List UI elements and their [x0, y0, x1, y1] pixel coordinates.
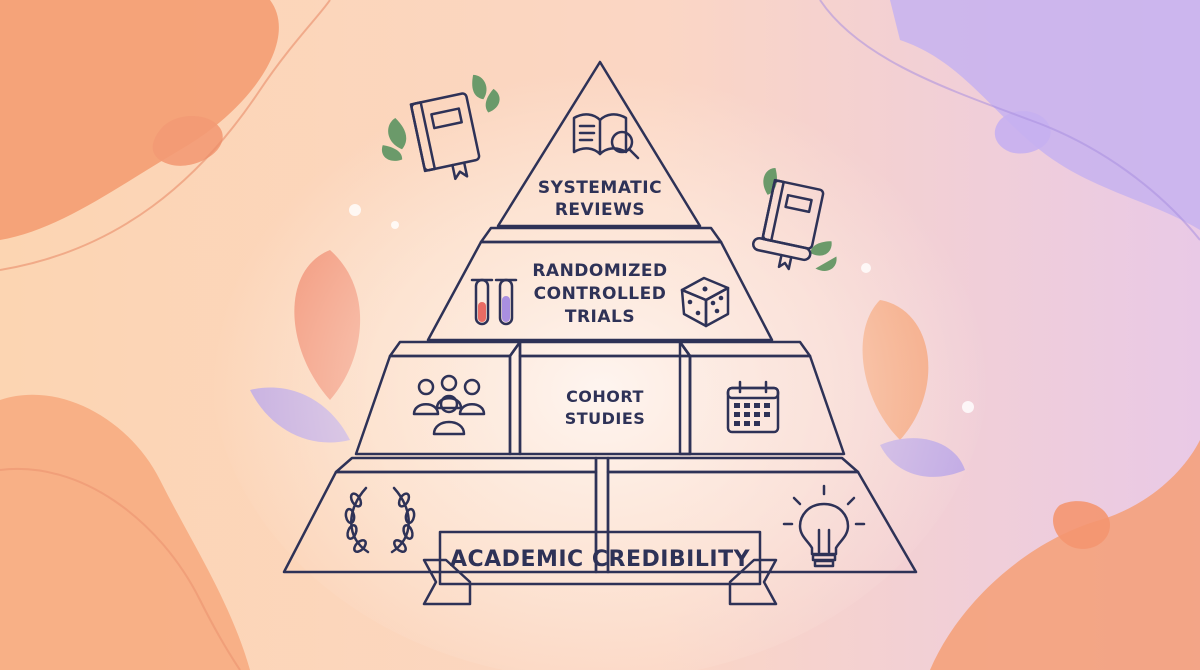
academic-credibility-banner: ACADEMIC CREDIBILITY	[422, 530, 778, 606]
banner-label: ACADEMIC CREDIBILITY	[450, 547, 751, 572]
tier-top-label-line1: SYSTEMATIC	[538, 178, 662, 198]
blob-top-left	[0, 0, 279, 240]
tier-third-label-line1: COHORT	[566, 387, 644, 406]
tier-second-label-line3: TRIALS	[565, 307, 635, 327]
blob-top-right	[890, 0, 1200, 230]
sparkle-dot	[391, 221, 399, 229]
wave-line-right	[819, 0, 1200, 241]
lightbulb-icon	[782, 484, 866, 568]
rct-block	[426, 240, 774, 342]
book-leaves-icon	[381, 74, 500, 181]
tier-cohort	[354, 340, 846, 456]
dice-icon	[680, 276, 730, 328]
banner-tail-left	[422, 558, 472, 606]
open-book-magnifier-icon	[572, 113, 640, 160]
tier-second-label-line2: CONTROLLED	[534, 284, 667, 304]
group-people-icon	[412, 374, 486, 436]
blob-small-left	[152, 115, 223, 166]
cohort-center-block	[518, 354, 692, 456]
tier-base	[282, 456, 918, 574]
blob-dot-right	[1053, 501, 1110, 549]
banner-ribbon	[438, 530, 762, 586]
laurel-wreath-icon	[344, 486, 416, 554]
sparkle-dot	[861, 263, 871, 273]
wave-line-bottom	[0, 467, 241, 670]
base-divider	[594, 456, 610, 574]
calendar-icon	[726, 380, 780, 434]
tier-second-label-line1: RANDOMIZED	[532, 261, 667, 281]
banner-tail-right	[728, 558, 778, 606]
test-tubes-icon	[470, 278, 518, 326]
tier-third-label-line2: STUDIES	[565, 409, 646, 428]
wave-line-left	[0, 0, 331, 271]
tier-rct	[426, 226, 774, 342]
sparkle-dot	[962, 401, 974, 413]
book-scroll-icon	[751, 167, 837, 271]
tier-systematic-reviews	[496, 60, 702, 228]
sparkle-dot	[349, 204, 361, 216]
tier-top-label-line2: REVIEWS	[555, 200, 645, 220]
blob-bottom-left	[0, 394, 250, 670]
blob-bottom-right	[930, 440, 1200, 670]
